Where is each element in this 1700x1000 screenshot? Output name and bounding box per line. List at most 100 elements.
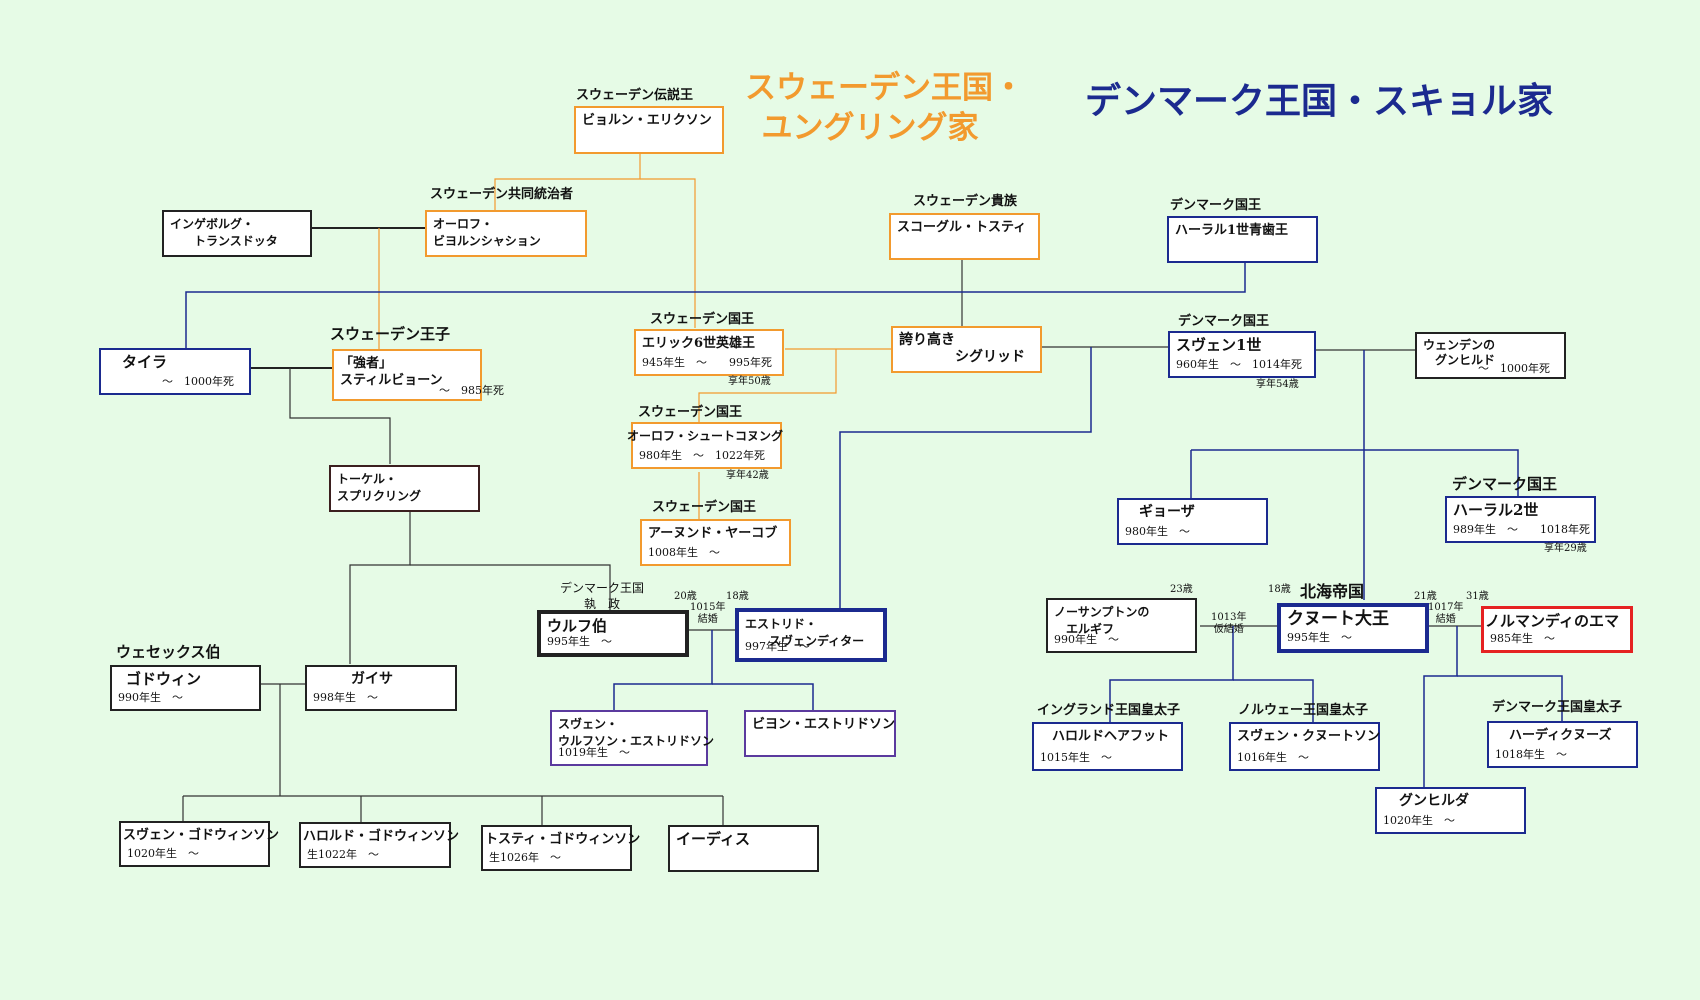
marriage-age-right: 18歳 (726, 591, 749, 602)
marriage-age-right: 18歳 (1268, 584, 1291, 595)
person-name: ノーサンプトンの エルギフ (1054, 605, 1150, 636)
person-name: ギョーザ (1125, 504, 1195, 520)
person-harald-bluetooth[interactable]: ハーラル1世青歯王 (1167, 216, 1318, 263)
age-at-death: 享年29歳 (1544, 543, 1587, 554)
person-dates: 1018年生 ～ (1495, 748, 1567, 761)
person-name: クヌート大王 (1287, 609, 1389, 629)
person-name: アーヌンド・ヤーコブ (648, 526, 778, 541)
person-harthacnut[interactable]: ハーディクヌーズ 1018年生 ～ (1487, 721, 1638, 768)
person-dates: 960年生 ～ 1014年死 (1176, 358, 1302, 371)
person-dates: 1020年生 ～ (127, 847, 199, 860)
person-name: ノルマンディのエマ (1485, 612, 1619, 630)
role-label: デンマーク王国 執 政 (560, 581, 645, 611)
person-aelfgifu-of-northampton[interactable]: ノーサンプトンの エルギフ 990年生 ～ (1046, 598, 1197, 653)
person-dates: ～ 1000年死 (1423, 362, 1550, 375)
person-dates: 985年生 ～ (1490, 632, 1555, 645)
person-godwin[interactable]: ゴドウィン 990年生 ～ (110, 665, 261, 711)
person-sven-estridsen[interactable]: スヴェン・ ウルフソン・エストリドソン 1019年生 ～ (550, 710, 714, 766)
person-erik-victorious[interactable]: エリック6世英雄王 945年生 ～ 995年死 (634, 329, 784, 376)
person-harold-harefoot[interactable]: ハロルドヘアフット 1015年生 ～ (1032, 722, 1183, 771)
person-name: タイラ (107, 353, 168, 371)
person-harald-ii[interactable]: ハーラル2世 989年生 ～ 1018年死 (1445, 496, 1596, 543)
person-dates: 997年生 ～ (745, 640, 810, 653)
person-name: ウルフ伯 (547, 617, 608, 635)
person-name: ゴドウィン (126, 670, 202, 688)
role-label: スウェーデン王子 (330, 325, 451, 343)
role-label: スウェーデン国王 (638, 405, 743, 420)
person-harold-godwinson[interactable]: ハロルド・ゴドウィンソン 生1022年 ～ (299, 822, 459, 868)
person-skogul-tosti[interactable]: スコーグル・トスティ (889, 213, 1040, 260)
person-cnut-the-great[interactable]: クヌート大王 995年生 ～ (1277, 603, 1429, 653)
person-dates: 1016年生 ～ (1237, 751, 1309, 764)
person-gyoza[interactable]: ギョーザ 980年生 ～ (1117, 498, 1268, 545)
person-gytha[interactable]: ガイサ 998年生 ～ (305, 665, 457, 711)
person-bjorn-estridsson[interactable]: ビヨン・エストリドソン (744, 710, 896, 757)
person-ingeborg[interactable]: インゲボルグ・ トランスドッタ (162, 210, 312, 257)
person-name: オーロフ・シュートコヌング (627, 429, 784, 443)
person-name: ハーラル1世青歯王 (1175, 223, 1289, 238)
sweden-dynasty-title: スウェーデン王国・ ユングリング家 (745, 70, 1024, 146)
role-label: スウェーデン伝説王 (576, 88, 694, 103)
person-bjorn-eriksson[interactable]: ビョルン・エリクソン (574, 106, 724, 154)
role-label: デンマーク王国皇太子 (1492, 700, 1623, 715)
person-name: イーディス (676, 830, 750, 848)
age-at-death: 享年42歳 (726, 470, 769, 481)
person-styrbjorn[interactable]: 「強者」 スティルビョーン ～ 985年死 (332, 349, 504, 401)
person-tostig-godwinson[interactable]: トスティ・ゴドウィンソン 生1026年 ～ (481, 825, 640, 871)
person-edith[interactable]: イーディス (668, 825, 819, 872)
role-label: ノルウェー王国皇太子 (1238, 703, 1369, 718)
age-at-death: 享年54歳 (1256, 379, 1299, 390)
marriage-year: 1015年 結婚 (690, 602, 726, 625)
person-sigrid-the-haughty[interactable]: 誇り高き シグリッド (891, 326, 1042, 373)
person-torkel-sprakaleg[interactable]: トーケル・ スプリクリング (329, 465, 480, 512)
marriage-age-left: 23歳 (1170, 584, 1193, 595)
role-label: スウェーデン国王 (652, 500, 757, 515)
person-name: エリック6世英雄王 (642, 336, 756, 351)
person-name: インゲボルグ・ トランスドッタ (170, 217, 278, 248)
person-name: スヴェン・クヌートソン (1237, 729, 1381, 744)
person-sven-forkbeard[interactable]: スヴェン1世 960年生 ～ 1014年死 (1168, 331, 1316, 378)
person-dates: 980年生 ～ 1022年死 (639, 449, 765, 462)
person-olof-skotkonung[interactable]: オーロフ・シュートコヌング 980年生 ～ 1022年死 (627, 422, 783, 469)
person-name: ハロルドヘアフット (1052, 729, 1170, 744)
person-name: スヴェン・ゴドウィンソン (123, 828, 280, 843)
person-name: エストリド・ スヴェンディター (745, 617, 865, 648)
person-olof-bjornsson[interactable]: オーロフ・ ビヨルンシャション (425, 210, 587, 257)
person-dates: 990年生 ～ (118, 691, 183, 704)
role-label: デンマーク国王 (1178, 314, 1270, 329)
person-dates: 998年生 ～ (313, 691, 378, 704)
person-name: ガイサ (337, 671, 393, 687)
person-name: スコーグル・トスティ (897, 220, 1027, 235)
marriage-age-left: 21歳 (1414, 591, 1437, 602)
marriage-age-left: 20歳 (674, 591, 697, 602)
role-label: デンマーク国王 (1170, 198, 1262, 213)
person-jarl-ulf[interactable]: ウルフ伯 995年生 ～ (537, 610, 689, 657)
person-svein-knutsson[interactable]: スヴェン・クヌートソン 1016年生 ～ (1229, 722, 1380, 771)
person-dates: 生1022年 ～ (307, 848, 379, 861)
marriage-year: 1017年 結婚 (1428, 602, 1464, 625)
person-name: ウェンデンの グンヒルド (1423, 338, 1496, 367)
person-anund-jacob[interactable]: アーヌンド・ヤーコブ 1008年生 ～ (640, 519, 791, 566)
person-dates: 990年生 ～ (1054, 633, 1119, 646)
person-dates: 生1026年 ～ (489, 851, 561, 864)
person-name: ビヨン・エストリドソン (752, 717, 896, 732)
marriage-age-right: 31歳 (1466, 591, 1489, 602)
person-dates: 1020年生 ～ (1383, 814, 1455, 827)
role-label: 北海帝国 (1300, 582, 1365, 601)
person-emma-of-normandy[interactable]: ノルマンディのエマ 985年生 ～ (1481, 606, 1633, 653)
person-tyra[interactable]: タイラ ～ 1000年死 (99, 348, 251, 395)
person-name: ハーディクヌーズ (1509, 728, 1612, 743)
person-dates: 980年生 ～ (1125, 525, 1190, 538)
person-gunhilda[interactable]: グンヒルダ 1020年生 ～ (1375, 787, 1526, 834)
person-sven-godwinson[interactable]: スヴェン・ゴドウィンソン 1020年生 ～ (119, 821, 279, 867)
person-name: ビョルン・エリクソン (582, 113, 712, 128)
role-label: イングランド王国皇太子 (1037, 703, 1181, 718)
person-estrid-svendsdatter[interactable]: エストリド・ スヴェンディター 997年生 ～ (735, 608, 887, 662)
person-name: スヴェン・ ウルフソン・エストリドソン (558, 717, 715, 748)
person-gunhild-of-wenden[interactable]: ウェンデンの グンヒルド ～ 1000年死 (1415, 332, 1566, 379)
person-name: 誇り高き シグリッド (899, 332, 1025, 365)
person-dates: ～ 985年死 (340, 384, 504, 397)
person-dates: 995年生 ～ (547, 635, 612, 648)
person-name: トスティ・ゴドウィンソン (485, 832, 641, 847)
